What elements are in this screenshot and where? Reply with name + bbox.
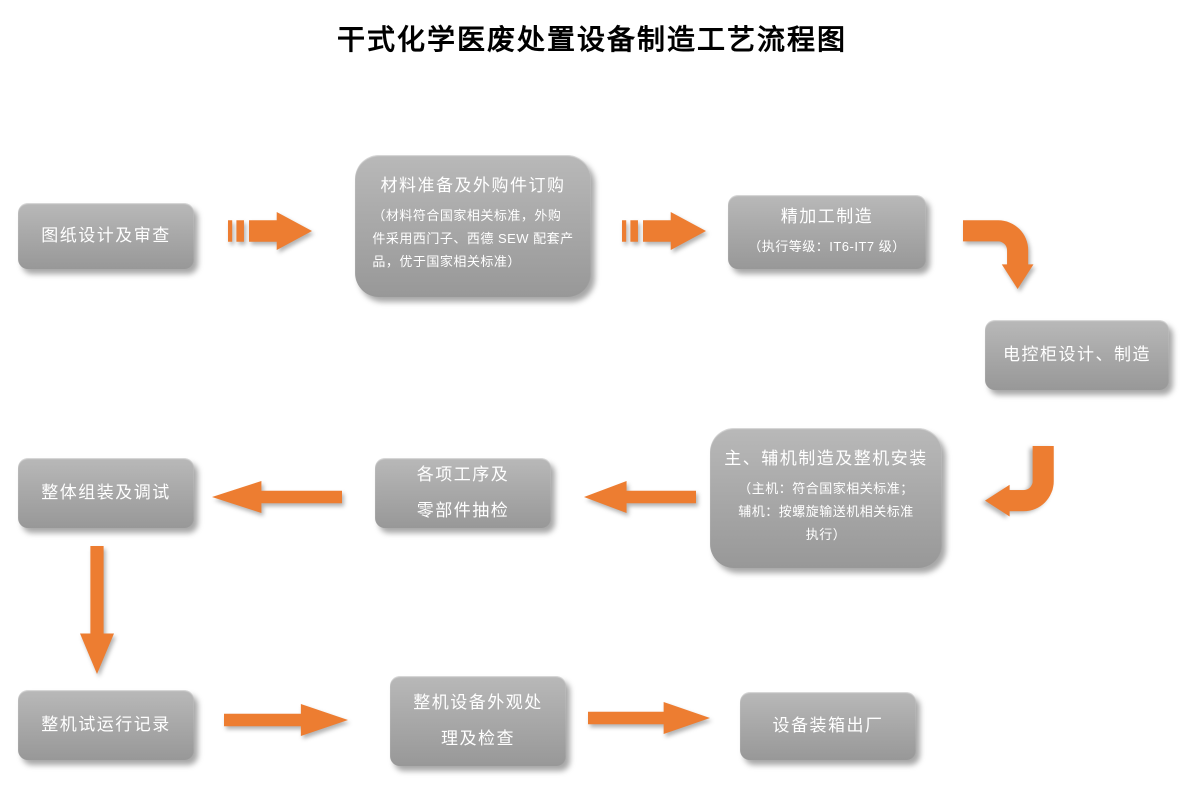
striped-right-arrow-shape	[622, 212, 706, 250]
node-note: （执行等级：IT6-IT7 级）	[748, 238, 906, 254]
node-assembly-debug: 整体组装及调试	[18, 458, 194, 528]
node-label: 整体组装及调试	[41, 482, 171, 502]
node-control-cabinet: 电控柜设计、制造	[985, 320, 1169, 390]
node-label: 整机设备外观处	[413, 693, 543, 713]
striped-right-arrow	[228, 212, 312, 250]
node-label: 主、辅机制造及整机安装	[724, 449, 928, 468]
block-left-arrow	[212, 481, 342, 513]
block-right-arrow-shape	[588, 702, 710, 734]
node-label: 设备装箱出厂	[772, 715, 884, 735]
node-label: 精加工制造	[780, 206, 874, 226]
curved-down-arrow-shape	[963, 220, 1034, 289]
diagram-title: 干式化学医废处置设备制造工艺流程图	[336, 23, 847, 56]
node-label: 整机试运行记录	[41, 714, 171, 734]
block-right-arrow	[224, 704, 348, 736]
node-note: （主机：符合国家相关标准； 辅机：按螺旋输送机相关标准 执行）	[738, 481, 914, 542]
node-packing-shipping: 设备装箱出厂	[740, 692, 916, 760]
curved-left-arrow-shape	[985, 446, 1054, 517]
node-label: 理及检查	[441, 728, 515, 748]
node-design-review: 图纸设计及审查	[18, 203, 194, 269]
node-trial-run-record: 整机试运行记录	[18, 690, 194, 760]
striped-right-arrow	[622, 212, 706, 250]
curved-left-arrow	[985, 446, 1059, 520]
block-right-arrow-shape	[224, 704, 348, 736]
node-label: 电控柜设计、制造	[1003, 344, 1151, 364]
block-down-arrow	[80, 546, 114, 674]
node-main-aux-assembly: 主、辅机制造及整机安装 （主机：符合国家相关标准； 辅机：按螺旋输送机相关标准 …	[710, 428, 942, 568]
node-precision-mfg: 精加工制造 （执行等级：IT6-IT7 级）	[728, 195, 926, 269]
node-process-inspection: 各项工序及 零部件抽检	[375, 458, 551, 528]
block-left-arrow	[584, 481, 696, 513]
node-label: 各项工序及	[416, 465, 510, 485]
block-right-arrow	[588, 702, 710, 734]
striped-right-arrow-shape	[228, 212, 312, 250]
block-left-arrow-shape	[212, 481, 342, 513]
curved-down-arrow	[963, 215, 1037, 289]
node-label: 材料准备及外购件订购	[380, 176, 566, 195]
node-appearance-check: 整机设备外观处 理及检查	[390, 676, 566, 766]
node-material-prep: 材料准备及外购件订购 （材料符合国家相关标准，外购 件采用西门子、西德 SEW …	[355, 155, 591, 297]
node-label: 零部件抽检	[416, 500, 510, 520]
block-left-arrow-shape	[584, 481, 696, 513]
node-note: （材料符合国家相关标准，外购 件采用西门子、西德 SEW 配套产 品，优于国家相…	[372, 208, 574, 269]
block-down-arrow-shape	[80, 546, 114, 674]
node-label: 图纸设计及审查	[41, 225, 171, 245]
